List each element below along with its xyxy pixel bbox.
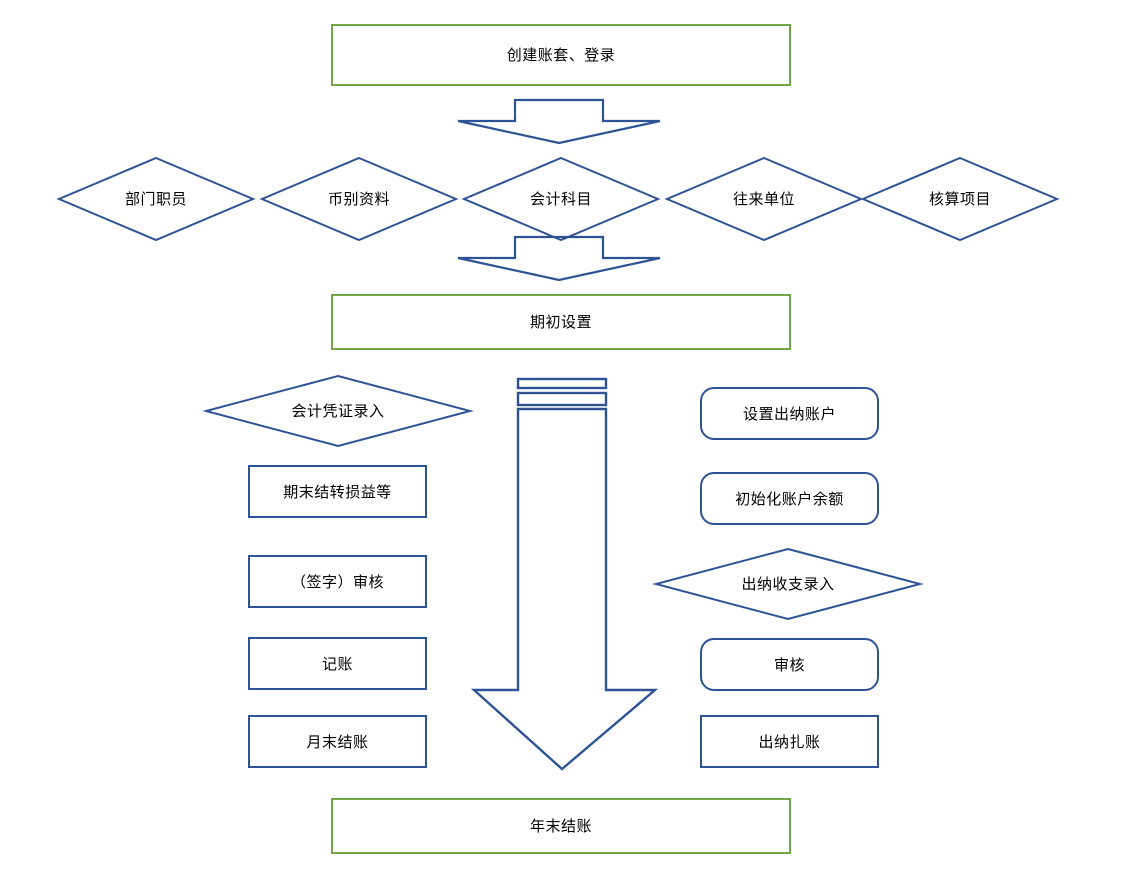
node-bookkeeping[interactable]: 记账 (248, 637, 427, 690)
node-label: 期初设置 (529, 313, 592, 331)
node-set-cashier-account[interactable]: 设置出纳账户 (700, 387, 879, 440)
node-cashier-settlement[interactable]: 出纳扎账 (700, 715, 879, 768)
node-cashier-receipt-entry[interactable]: 出纳收支录入 (652, 547, 924, 621)
node-accounting-item[interactable]: 核算项目 (860, 156, 1060, 242)
node-label: 往来单位 (732, 190, 795, 208)
node-label: 期末结转损益等 (283, 482, 392, 501)
node-initial-setup[interactable]: 期初设置 (331, 294, 791, 350)
node-year-end-closing[interactable]: 年末结账 (331, 798, 791, 854)
node-period-end-carryover[interactable]: 期末结转损益等 (248, 465, 427, 518)
node-signature-audit[interactable]: （签字）审核 (248, 555, 427, 608)
node-label: 创建账套、登录 (506, 46, 616, 64)
node-month-end-closing[interactable]: 月末结账 (248, 715, 427, 768)
node-initialize-account-balance[interactable]: 初始化账户余额 (700, 472, 879, 525)
node-label: 出纳扎账 (758, 732, 821, 751)
arrow-setup-to-yearend (470, 377, 660, 772)
node-label: 会计凭证录入 (291, 402, 385, 420)
node-label: 月末结账 (306, 732, 369, 751)
node-label: 初始化账户余额 (735, 489, 844, 508)
node-label: 年末结账 (529, 817, 592, 835)
node-currency-data[interactable]: 币别资料 (259, 156, 459, 242)
node-label: 出纳收支录入 (741, 575, 835, 593)
node-create-account-set[interactable]: 创建账套、登录 (331, 24, 791, 86)
node-label: （签字）审核 (290, 572, 384, 591)
node-label: 记账 (321, 654, 353, 673)
node-cashier-audit[interactable]: 审核 (700, 638, 879, 691)
node-label: 部门职员 (124, 190, 187, 208)
arrow-top-to-masterdata (457, 98, 661, 145)
node-label: 设置出纳账户 (742, 404, 836, 423)
node-voucher-entry[interactable]: 会计凭证录入 (202, 374, 474, 448)
node-label: 审核 (773, 655, 805, 674)
arrow-masterdata-to-setup (457, 235, 661, 282)
node-label: 核算项目 (928, 190, 991, 208)
node-accounting-subject[interactable]: 会计科目 (461, 156, 661, 242)
node-label: 会计科目 (529, 190, 592, 208)
node-transaction-unit[interactable]: 往来单位 (664, 156, 864, 242)
node-department-staff[interactable]: 部门职员 (56, 156, 256, 242)
node-label: 币别资料 (327, 190, 390, 208)
